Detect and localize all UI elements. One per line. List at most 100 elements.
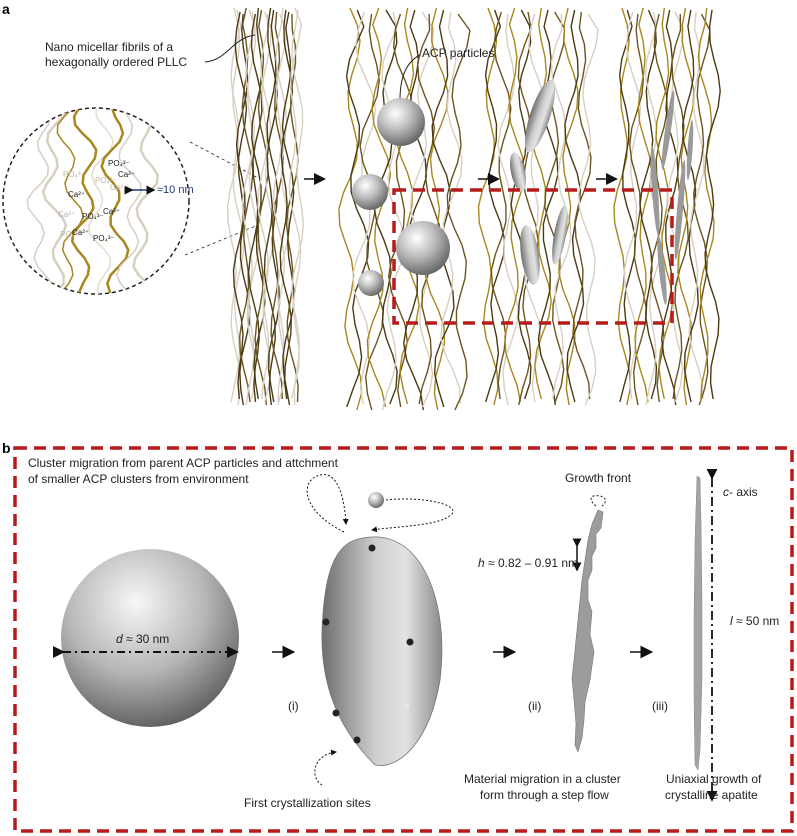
fibril-strand bbox=[338, 7, 363, 411]
fibril-strand bbox=[285, 13, 299, 403]
acp-particle bbox=[377, 98, 425, 146]
fibril-strand bbox=[578, 13, 599, 406]
fibril-strand bbox=[345, 9, 370, 408]
fibril-strand bbox=[544, 11, 566, 403]
step-iii-label: (iii) bbox=[652, 699, 668, 713]
fibril-strand bbox=[366, 7, 392, 408]
fibril-strand bbox=[291, 9, 305, 406]
fibril-strand bbox=[424, 7, 449, 411]
acp-particle bbox=[396, 221, 450, 275]
ion-label: Ca²⁺ bbox=[110, 183, 128, 192]
fibril-strand bbox=[639, 9, 658, 400]
height-value: ≈ 0.82 – 0.91 nm bbox=[484, 556, 578, 570]
fibril-bundle-3 bbox=[477, 7, 599, 406]
fibril-strand bbox=[71, 108, 98, 294]
fibril-label-line2: hexagonally ordered PLLC bbox=[45, 55, 188, 69]
panel-label-b: b bbox=[2, 440, 11, 456]
fibril-strand bbox=[572, 11, 592, 400]
acp-particles-label: ACP particles bbox=[422, 46, 495, 60]
dotted-curved-arrow-icon bbox=[314, 749, 337, 786]
fibril-strand bbox=[230, 9, 245, 403]
c-axis-label: c- axis bbox=[723, 485, 758, 500]
fibril-strand bbox=[41, 108, 70, 294]
step-ii-label: (ii) bbox=[528, 699, 542, 713]
small-acp-cluster bbox=[368, 492, 384, 508]
fibril-strand bbox=[257, 11, 272, 403]
fibril-strand bbox=[245, 11, 260, 406]
uniaxial-label-line1: Uniaxial growth of bbox=[666, 772, 762, 786]
fibril-strand bbox=[235, 13, 251, 406]
fibril-bundle-1 bbox=[226, 7, 305, 406]
fibril-strand bbox=[613, 7, 631, 406]
ion-label: Ca²⁺ bbox=[58, 210, 76, 219]
zoom-fibrils bbox=[26, 108, 159, 294]
diameter-var: d bbox=[116, 632, 123, 646]
zoom-region-frame bbox=[392, 188, 674, 325]
fibril-strand bbox=[666, 11, 684, 403]
fibril-strand bbox=[623, 11, 642, 400]
elongated-acp-particle bbox=[321, 536, 443, 766]
acp-particle bbox=[352, 174, 388, 210]
ion-label: PO₄³⁻ bbox=[95, 176, 117, 185]
migration-label-line1: Cluster migration from parent ACP partic… bbox=[28, 456, 338, 470]
fibril-strand bbox=[671, 13, 689, 400]
growth-front-label: Growth front bbox=[565, 471, 632, 485]
dotted-curved-arrow-icon bbox=[306, 474, 349, 533]
fibril-strand bbox=[395, 7, 420, 405]
fibril-strand bbox=[537, 9, 559, 406]
acp-particle bbox=[358, 270, 384, 296]
fibril-label-leader bbox=[204, 34, 256, 63]
uniaxial-crystal bbox=[693, 475, 703, 771]
ion-label: Ca²⁺ bbox=[72, 228, 90, 237]
migration-label-line2: of smaller ACP clusters from environment bbox=[28, 472, 249, 486]
fibril-strand bbox=[692, 13, 711, 406]
ion-label: Ca²⁺ bbox=[68, 190, 86, 199]
fibril-strand bbox=[446, 13, 471, 411]
fibril-strand bbox=[260, 13, 275, 400]
ion-label: PO₄³⁻ bbox=[60, 230, 82, 239]
fibril-strand bbox=[510, 9, 532, 400]
fibril-strand bbox=[263, 7, 278, 406]
fibril-strand bbox=[517, 11, 539, 406]
diameter-value: ≈ 30 nm bbox=[122, 632, 170, 646]
panel-label-a: a bbox=[2, 1, 10, 17]
fibril-strand bbox=[440, 11, 463, 405]
ion-label: Ca²⁺ bbox=[118, 170, 136, 179]
step-height-label: h ≈ 0.82 – 0.91 nm bbox=[478, 556, 578, 571]
fibril-strand bbox=[272, 13, 288, 406]
fibril-strand bbox=[660, 9, 679, 406]
fibril-label-line1: Nano micellar fibrils of a bbox=[45, 40, 174, 54]
fibril-strand bbox=[226, 7, 242, 406]
fibril-strand bbox=[56, 108, 85, 294]
axis-var: c bbox=[723, 485, 729, 499]
fibril-strand bbox=[387, 13, 413, 408]
length-var: l bbox=[730, 614, 733, 628]
fibril-strand bbox=[704, 9, 721, 400]
fibril-strand bbox=[523, 13, 546, 403]
step-i-label: (i) bbox=[288, 699, 299, 713]
fibril-strand bbox=[484, 9, 506, 403]
step-flow-crystal bbox=[571, 509, 604, 753]
fibril-strand bbox=[634, 7, 653, 403]
fibril-strand bbox=[241, 9, 257, 400]
fibril-strand bbox=[26, 108, 54, 294]
spacing-label: ≈10 nm bbox=[157, 184, 194, 196]
fibril-strand bbox=[688, 11, 705, 400]
fibril-strand bbox=[402, 9, 428, 411]
diameter-label: d ≈ 30 nm bbox=[116, 632, 169, 647]
fibril-strand bbox=[697, 7, 715, 403]
dotted-curved-arrow-icon bbox=[371, 498, 454, 533]
ion-label: PO₄³⁻ bbox=[93, 234, 115, 243]
fibril-strand bbox=[115, 108, 142, 294]
acp-label-leader bbox=[399, 54, 421, 101]
fibril-strand bbox=[132, 108, 159, 294]
acp-elongated-particle bbox=[520, 225, 540, 285]
acp-elongated-particle bbox=[524, 79, 556, 153]
ion-label: Ca²⁺ bbox=[103, 207, 121, 216]
fibril-strand bbox=[88, 108, 115, 294]
fibril-bundle-2 bbox=[338, 7, 471, 411]
acp-elongated-particle bbox=[552, 205, 568, 265]
fibril-bundle-4 bbox=[613, 7, 721, 406]
fibril-strand bbox=[504, 7, 526, 403]
fibril-strand bbox=[266, 9, 281, 403]
